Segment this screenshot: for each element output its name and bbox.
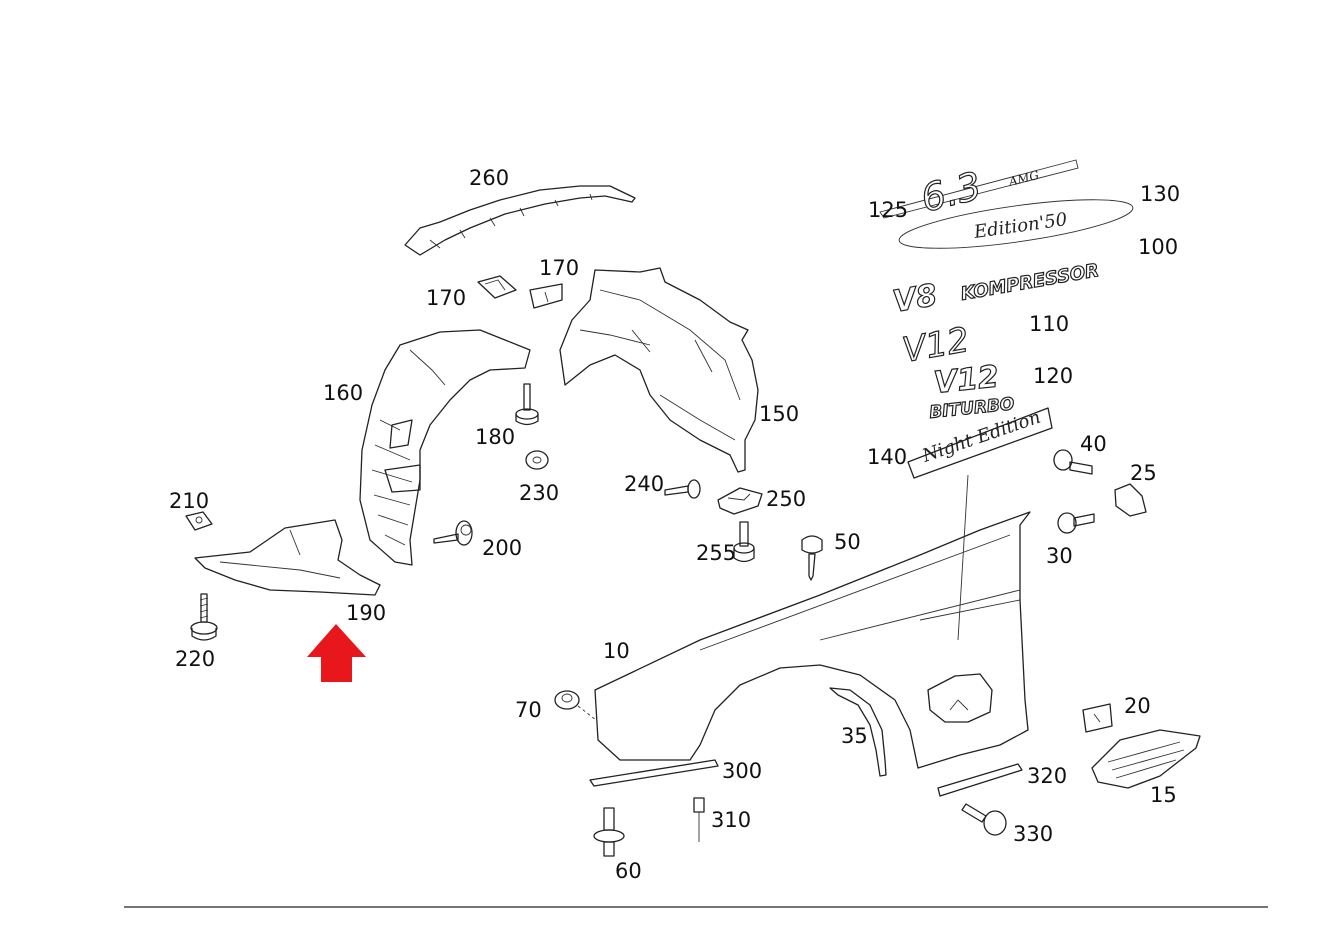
- part-310-pin[interactable]: [693, 797, 705, 842]
- label-220: 220: [175, 647, 215, 671]
- label-320: 320: [1027, 764, 1067, 788]
- label-50: 50: [834, 530, 861, 554]
- label-125: 125: [868, 198, 908, 222]
- label-150: 150: [759, 402, 799, 426]
- part-190-splash-shield[interactable]: [194, 519, 381, 596]
- emblem-100-v8-kompressor[interactable]: V8 KOMPRESSOR: [890, 259, 1101, 320]
- label-310: 310: [711, 808, 751, 832]
- part-labels: 260 170 170 160 180 150 230 240 250 210 …: [169, 166, 1180, 883]
- part-170-clip-a[interactable]: [477, 275, 517, 299]
- label-140: 140: [867, 445, 907, 469]
- label-200: 200: [482, 536, 522, 560]
- label-110: 110: [1029, 312, 1069, 336]
- label-30: 30: [1046, 544, 1073, 568]
- up-arrow-red-icon: [307, 624, 366, 682]
- emblem-kompressor-text: KOMPRESSOR: [959, 260, 1100, 305]
- part-260-upper-strip[interactable]: [404, 185, 636, 256]
- part-170-clip-b[interactable]: [529, 283, 563, 309]
- part-240-pin[interactable]: [664, 479, 701, 499]
- label-120: 120: [1033, 364, 1073, 388]
- label-160: 160: [323, 381, 363, 405]
- label-10: 10: [603, 639, 630, 663]
- part-40-bolt[interactable]: [1053, 449, 1093, 475]
- label-170-a: 170: [426, 286, 466, 310]
- label-25: 25: [1130, 461, 1157, 485]
- label-100: 100: [1138, 235, 1178, 259]
- label-35: 35: [841, 724, 868, 748]
- emblem-v8-text: V8: [890, 278, 940, 320]
- part-210-nut[interactable]: [185, 511, 213, 531]
- part-10-fender[interactable]: [594, 474, 1031, 769]
- label-330: 330: [1013, 822, 1053, 846]
- label-210: 210: [169, 489, 209, 513]
- label-70: 70: [515, 698, 542, 722]
- emblem-120-v12-biturbo[interactable]: V12 BITURBO: [928, 359, 1016, 424]
- label-240: 240: [624, 472, 664, 496]
- part-20-clip[interactable]: [1082, 703, 1113, 733]
- label-230: 230: [519, 481, 559, 505]
- part-50-screw[interactable]: [801, 535, 823, 581]
- label-255: 255: [696, 541, 736, 565]
- part-230-washer[interactable]: [525, 450, 549, 470]
- label-15: 15: [1150, 783, 1177, 807]
- label-190: 190: [346, 601, 386, 625]
- part-255-bolt[interactable]: [733, 521, 755, 563]
- part-180-screw[interactable]: [515, 383, 539, 426]
- label-60: 60: [615, 859, 642, 883]
- label-20: 20: [1124, 694, 1151, 718]
- emblem-edition50-text: Edition'50: [972, 209, 1069, 243]
- part-70-nut[interactable]: [554, 690, 597, 721]
- label-300: 300: [722, 759, 762, 783]
- emblem-amg-text: AMG: [1006, 168, 1040, 189]
- label-180: 180: [475, 425, 515, 449]
- label-250: 250: [766, 487, 806, 511]
- part-150-rear-liner[interactable]: [559, 267, 759, 473]
- part-300-seal[interactable]: [589, 759, 719, 787]
- part-160-front-liner[interactable]: [359, 329, 531, 566]
- label-170-b: 170: [539, 256, 579, 280]
- label-130: 130: [1140, 182, 1180, 206]
- part-30-bolt[interactable]: [1057, 512, 1095, 534]
- part-250-clip[interactable]: [717, 487, 763, 515]
- emblem-v12-text: V12: [932, 359, 1000, 401]
- part-320-seal[interactable]: [937, 763, 1023, 797]
- part-15-side-grille[interactable]: [1091, 729, 1201, 789]
- label-260: 260: [469, 166, 509, 190]
- label-40: 40: [1080, 432, 1107, 456]
- part-35-arch-trim[interactable]: [829, 687, 887, 777]
- part-25-bracket[interactable]: [1114, 483, 1147, 517]
- part-220-screw[interactable]: [190, 593, 218, 641]
- part-200-screw[interactable]: [433, 520, 473, 546]
- part-60-bolt[interactable]: [593, 807, 625, 857]
- part-330-bolt[interactable]: [961, 803, 1007, 836]
